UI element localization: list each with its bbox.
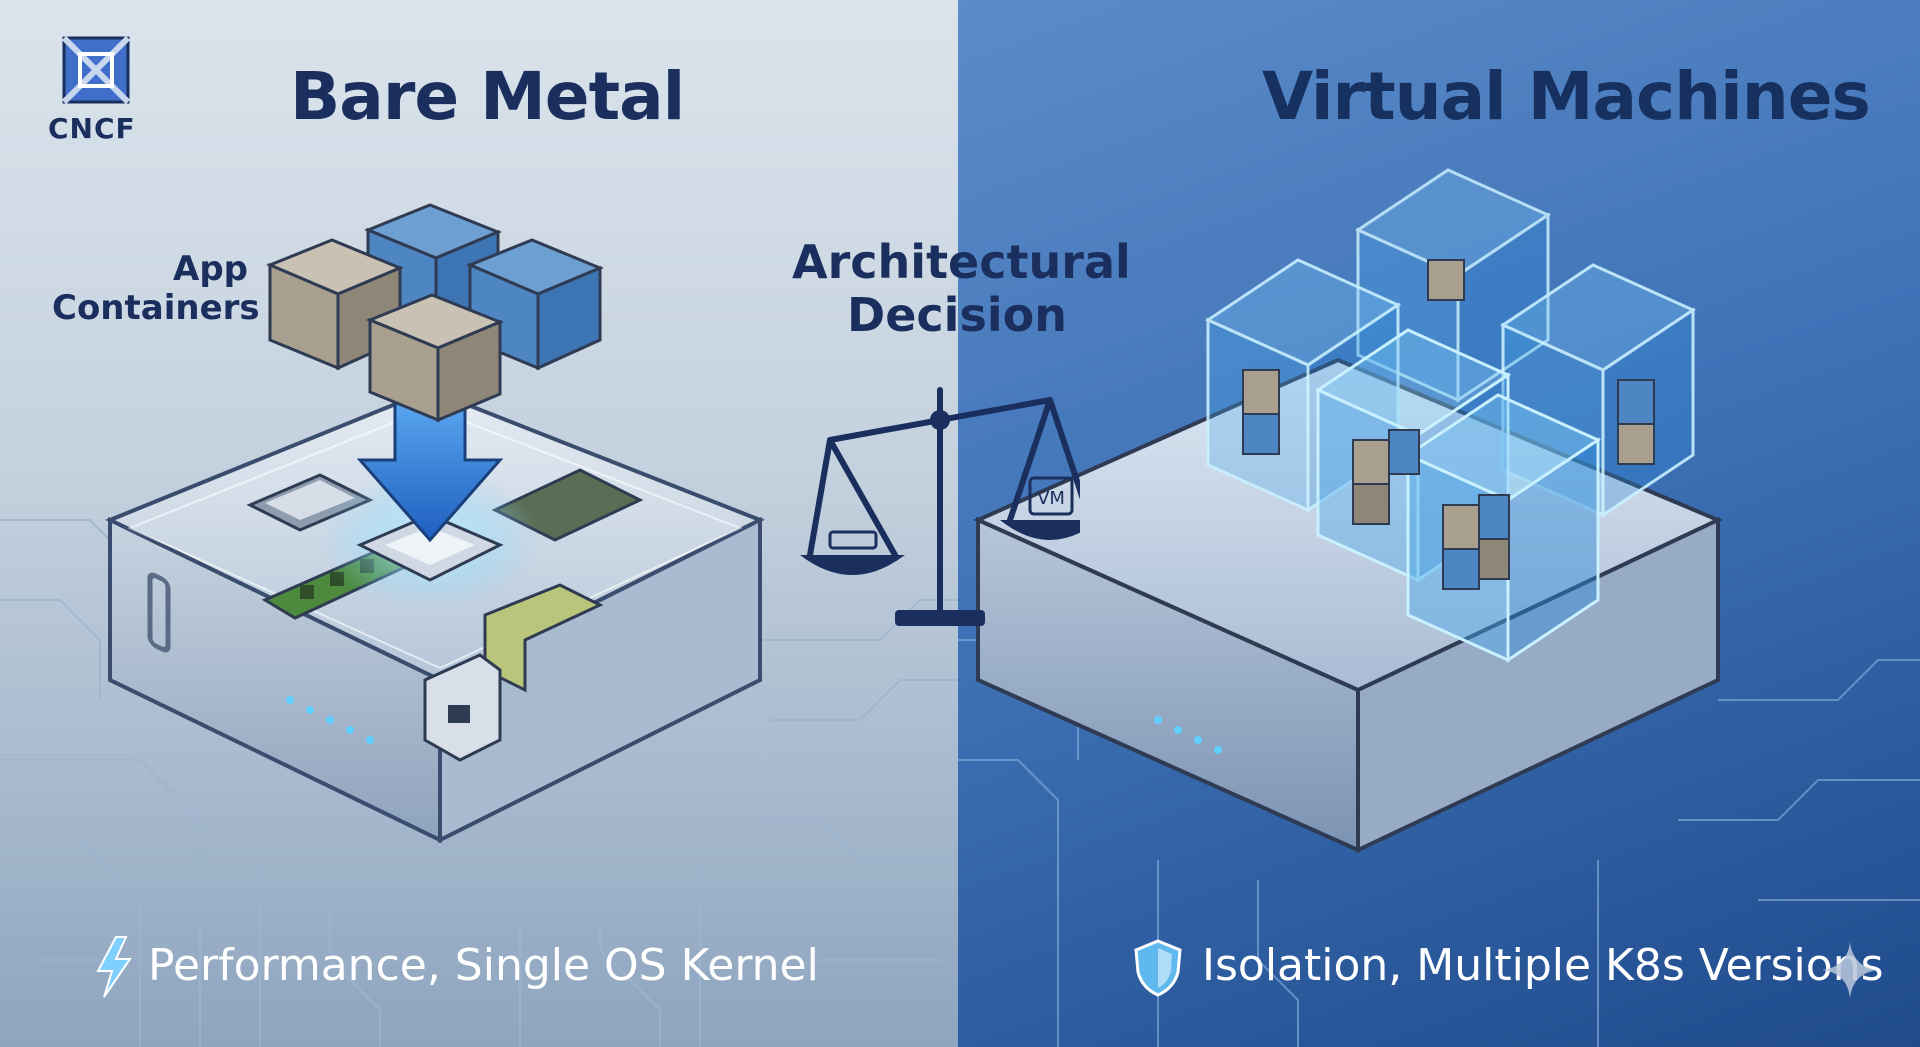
virtual-machines-illustration: [958, 168, 1920, 1047]
server-icon: [828, 530, 878, 550]
bare-metal-illustration: [0, 203, 958, 1047]
app-containers-label: App Containers: [52, 249, 260, 329]
app-containers: [266, 203, 604, 423]
virtual-machines-footer-text: Isolation, Multiple K8s Versions: [1202, 940, 1884, 991]
virtual-machines-panel: Virtual Machines Isolation, Multiple K8s…: [958, 0, 1920, 1047]
sparkle-icon: [1822, 942, 1878, 998]
virtual-machines-title: Virtual Machines: [1262, 58, 1871, 135]
shield-icon: [1134, 939, 1182, 997]
vm-host-server: [973, 357, 1723, 854]
architectural-decision-label: Architectural Decision: [792, 235, 1131, 342]
app-containers-label-line2: Containers: [52, 288, 260, 329]
architectural-decision-line1: Architectural: [792, 235, 1131, 289]
balance-scale-icon: VM: [800, 387, 1080, 626]
bare-metal-title: Bare Metal: [290, 58, 685, 135]
scale-vm-label: VM: [1037, 488, 1065, 509]
cncf-logo-icon: [61, 36, 131, 105]
cncf-logo-label: CNCF: [48, 112, 136, 145]
bare-metal-panel: Bare Metal App Containers Performance, S…: [0, 0, 958, 1047]
lightning-bolt-icon: [96, 936, 132, 998]
app-containers-label-line1: App: [173, 249, 248, 289]
bare-metal-footer-text: Performance, Single OS Kernel: [148, 940, 819, 991]
vm-inner-containers: [1242, 259, 1655, 590]
architectural-decision-line2: Decision: [847, 287, 1067, 342]
